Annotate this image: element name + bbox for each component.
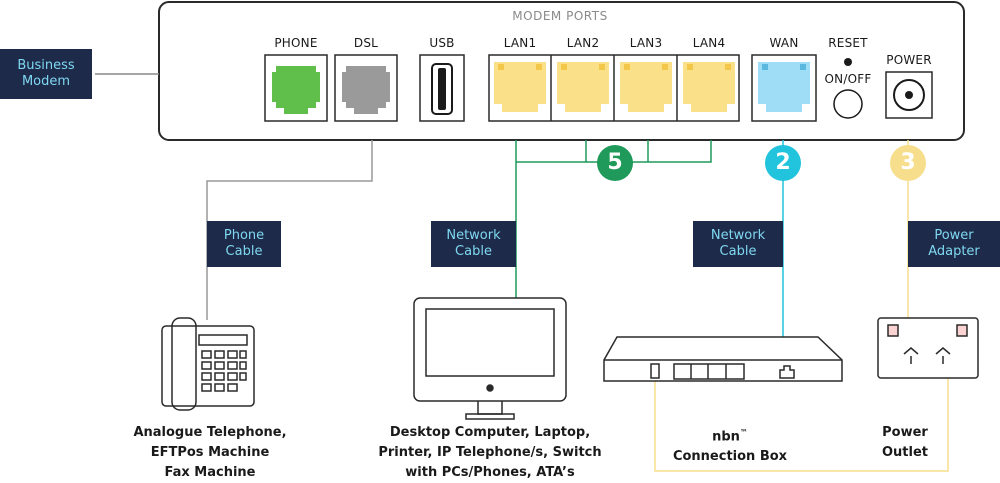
telephone-caption-line1: Analogue Telephone, [133,425,287,440]
lan-badge: 5 [607,150,623,175]
port-label-reset: RESET [828,36,868,50]
port-label-wan: WAN [769,36,799,50]
nbn-box-caption: nbn™ Connection Box [660,423,800,467]
computer-caption-line2: Printer, IP Telephone/s, Switch [378,445,602,460]
outlet-caption: Power Outlet [855,423,955,463]
port-label-dsl: DSL [353,36,379,50]
port-label-power: POWER [886,53,932,67]
power-badge-circle [890,145,926,181]
lan-network-cable-label-line2: Cable [455,244,492,259]
reset-button-icon [844,58,852,66]
port-label-phone: PHONE [274,36,318,50]
computer-caption-line3: with PCs/Phones, ATA’s [405,465,575,480]
lan-network-cable-label-line1: Network [446,228,501,243]
outlet-caption-line1: Power [882,425,928,440]
telephone-icon [161,317,255,411]
phone-cable-label-line2: Cable [225,244,263,259]
power-port-icon [885,71,933,119]
port-label-usb: USB [429,36,455,50]
wan-network-cable-label-line1: Network [710,228,766,243]
power-adapter-label-line2: Adapter [928,244,980,259]
wan-badge-circle [765,145,801,181]
phone-cable-label-line1: Phone [223,228,265,243]
power-adapter-label: Power Adapter [908,221,1000,267]
port-label-lan1: LAN1 [503,36,537,50]
wan-network-cable-label: Network Cable [693,221,783,267]
nbn-trademark: ™ [739,428,748,437]
nbn-power-loop [654,378,949,472]
nbn-box-caption-line2: Connection Box [672,449,788,465]
wan-network-cable-label-line2: Cable [719,244,757,259]
usb-port-icon [419,54,465,122]
business-modem-label: Business Modem [0,49,92,99]
business-modem-label-line2: Modem [21,74,71,89]
port-label-onoff: ON/OFF [824,72,872,86]
modem-ports-title: MODEM PORTS [512,9,608,23]
power-adapter-label-line1: Power [934,228,974,243]
wan-badge: 2 [775,150,791,175]
dsl-port-icon [334,54,398,122]
onoff-button-icon [833,89,863,119]
outlet-caption-line2: Outlet [881,445,928,460]
telephone-caption: Analogue Telephone, EFTPos Machine Fax M… [120,423,300,483]
desktop-computer-icon [413,297,567,420]
port-label-lan2: LAN2 [566,36,600,50]
computer-caption: Desktop Computer, Laptop, Printer, IP Te… [370,423,610,483]
phone-cable-label: Phone Cable [207,221,281,267]
phone-port-icon [264,54,328,122]
wan-port-icon [751,54,817,122]
nbn-box-caption-line1: nbn™ [660,423,800,447]
port-label-lan3: LAN3 [629,36,663,50]
lan-badge-circle [597,145,633,181]
nbn-brand: nbn [712,429,740,445]
lan-ports-icon [488,54,740,122]
lan-network-cable-label: Network Cable [431,221,516,267]
telephone-caption-line2: EFTPos Machine [150,445,270,460]
power-outlet-icon [877,317,979,379]
nbn-connection-box-icon [603,336,843,382]
telephone-caption-line3: Fax Machine [164,465,256,480]
computer-caption-line1: Desktop Computer, Laptop, [389,425,591,440]
port-label-lan4: LAN4 [692,36,726,50]
business-modem-label-line1: Business [17,58,75,73]
power-badge: 3 [900,150,916,175]
